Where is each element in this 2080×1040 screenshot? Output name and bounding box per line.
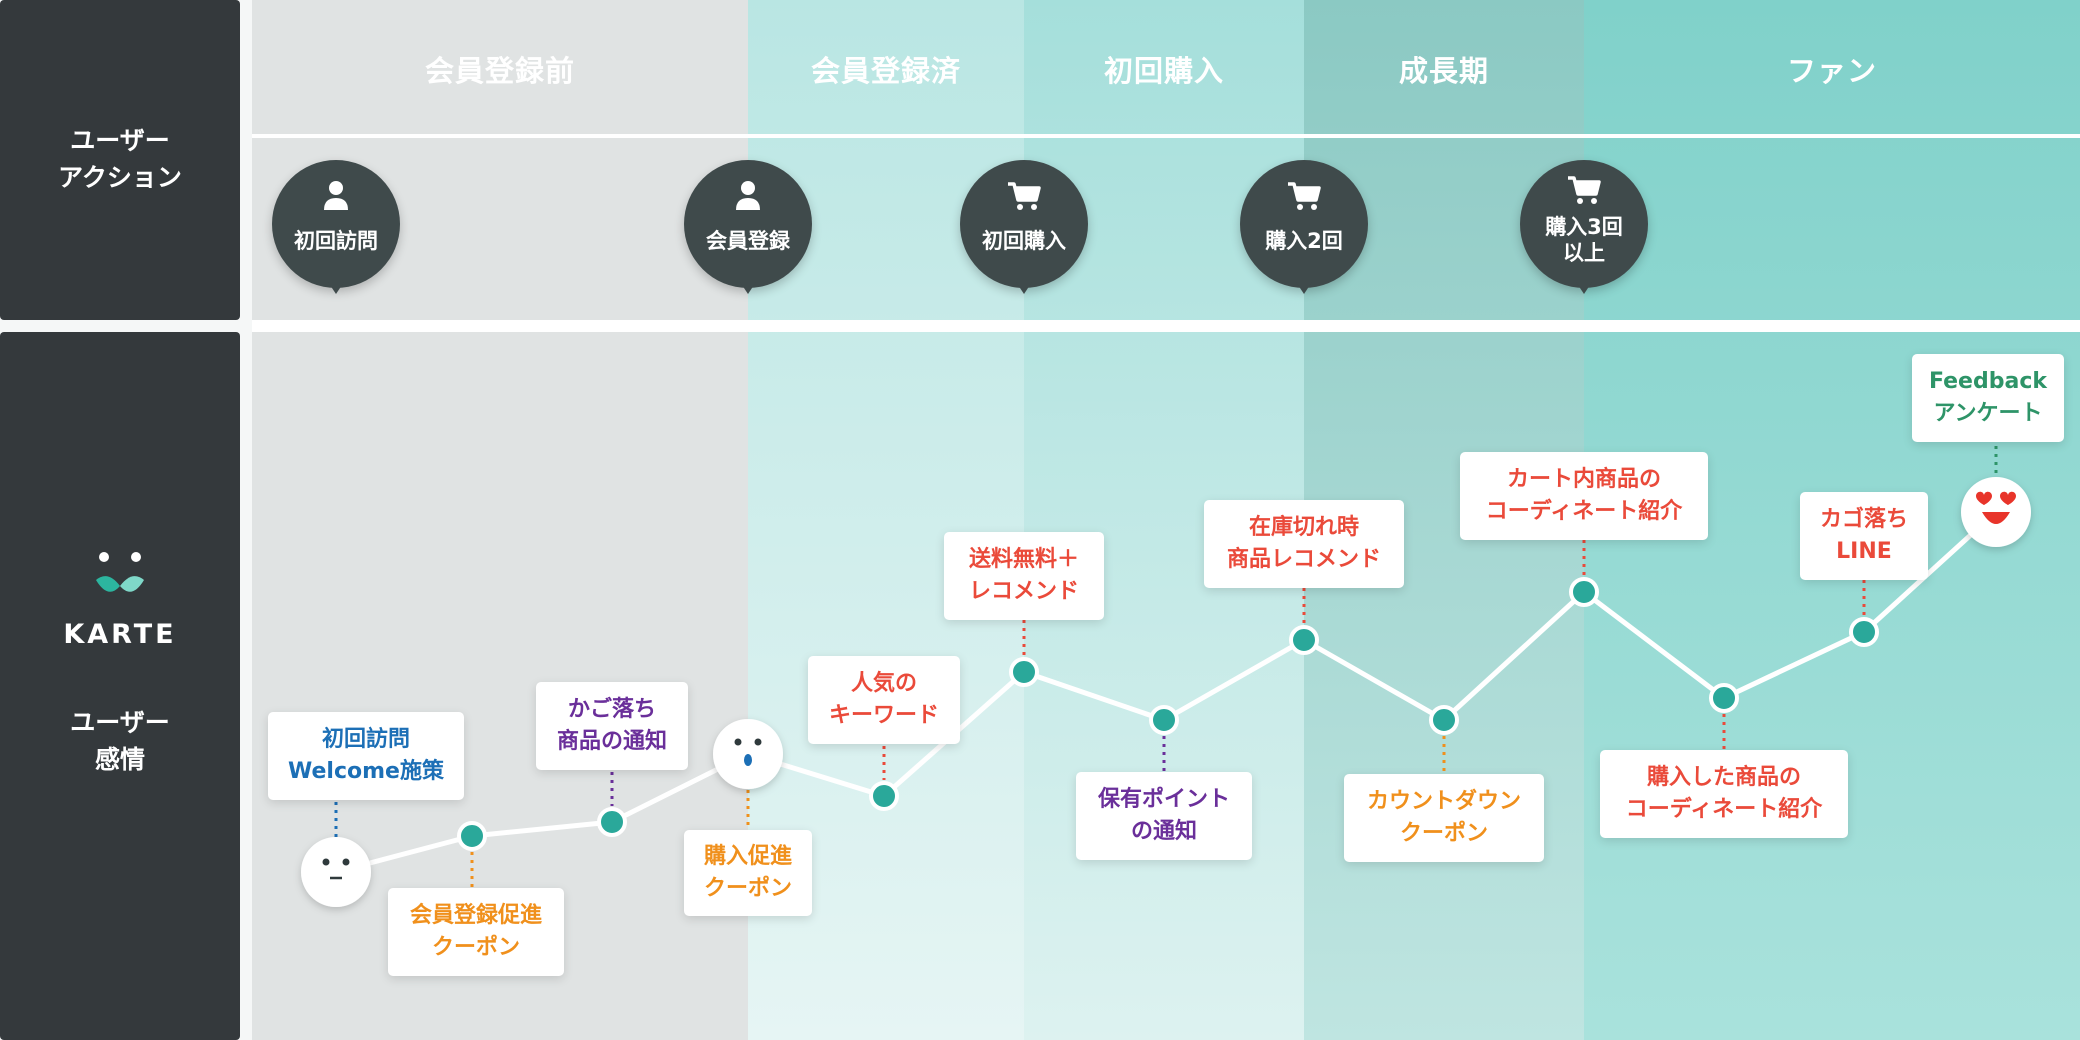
emotion-node (1849, 617, 1879, 647)
card-registration-coupon: 会員登録促進 クーポン (388, 888, 564, 976)
heart-eyes-face-icon (1961, 477, 2031, 547)
emotion-node (1289, 625, 1319, 655)
cart-icon (1288, 182, 1321, 210)
phase-title-pre-registration: 会員登録前 (424, 54, 575, 88)
card-welcome-campaign: 初回訪問 Welcome施策 (268, 712, 464, 800)
surprised-face-icon (713, 719, 783, 789)
action-first-purchase: 初回購入 (960, 160, 1088, 294)
action-second-purchase: 購入2回 (1240, 160, 1368, 294)
emotion-node (457, 821, 487, 851)
phase-title-fan: ファン (1786, 54, 1877, 88)
header-divider (252, 134, 2080, 138)
emotion-node (1709, 683, 1739, 713)
cart-icon (1008, 182, 1041, 210)
section-divider (252, 320, 2080, 332)
card-points-notice: 保有ポイント の通知 (1076, 772, 1252, 860)
card-feedback-survey: Feedback アンケート (1912, 354, 2064, 442)
emotion-node (1569, 577, 1599, 607)
card-popular-keywords: 人気の キーワード (808, 656, 960, 744)
card-out-of-stock-recommend: 在庫切れ時 商品レコメンド (1204, 500, 1404, 588)
phase-title-registered: 会員登録済 (810, 54, 961, 88)
brand-name: KARTE (63, 619, 177, 650)
user-action-label: ユーザー アクション (58, 126, 182, 192)
emotion-nodes (457, 577, 1879, 851)
phase-title-first-purchase: 初回購入 (1103, 54, 1224, 88)
card-cart-coordinate: カート内商品の コーディネート紹介 (1460, 452, 1708, 540)
phase-title-growth: 成長期 (1398, 54, 1489, 88)
card-countdown-coupon: カウントダウン クーポン (1344, 774, 1544, 862)
card-purchase-coupon: 購入促進 クーポン (684, 830, 812, 916)
emotion-node (869, 781, 899, 811)
user-icon (736, 181, 760, 210)
card-purchased-coordinate: 購入した商品の コーディネート紹介 (1600, 750, 1848, 838)
neutral-face-icon (301, 837, 371, 907)
emotion-node (597, 807, 627, 837)
card-cart-abandon-notice: かご落ち 商品の通知 (536, 682, 688, 770)
card-cart-abandon-line: カゴ落ち LINE (1800, 492, 1928, 580)
cart-icon (1568, 176, 1601, 204)
action-third-purchase-plus: 購入3回 以上 (1520, 160, 1648, 294)
user-emotion-label: ユーザー 感情 (70, 708, 170, 774)
emotion-node (1009, 657, 1039, 687)
user-icon (324, 181, 348, 210)
action-first-visit: 初回訪問 (272, 160, 400, 294)
sidebar-action-panel: ユーザー アクション (0, 0, 240, 320)
emotion-node (1149, 705, 1179, 735)
sidebar-emotion-panel: KARTE ユーザー 感情 (0, 332, 240, 1040)
action-registration: 会員登録 (684, 160, 812, 294)
emotion-node (1429, 705, 1459, 735)
karte-logo-icon (96, 552, 144, 592)
card-free-shipping-recommend: 送料無料＋ レコメンド (944, 532, 1104, 620)
